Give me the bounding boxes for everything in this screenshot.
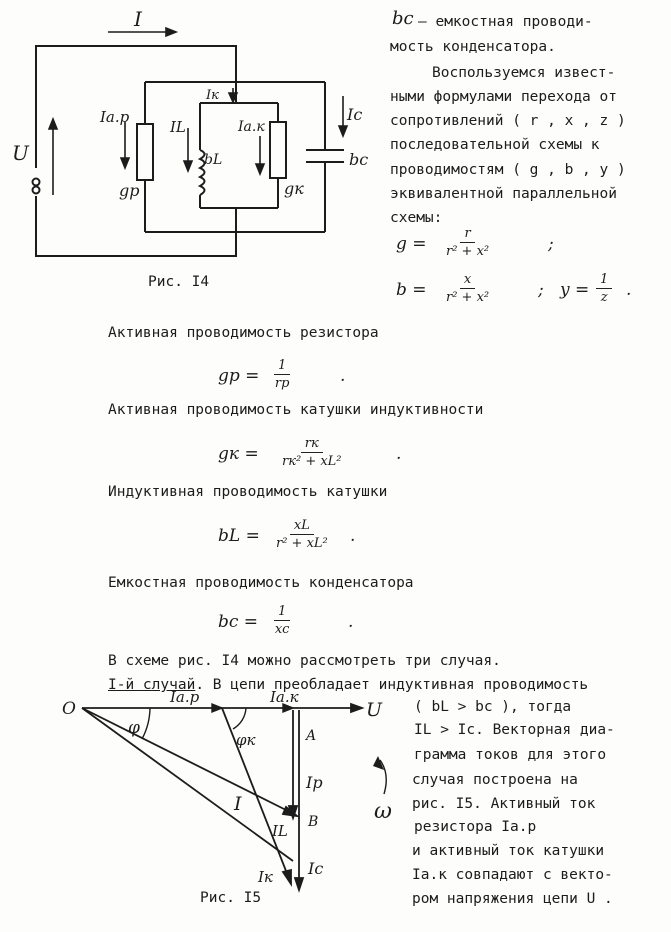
side-line-2: IL > Ic. Векторная диа- [414, 722, 615, 738]
bc-symbol: bc [392, 8, 414, 29]
label-Ip: Iр [305, 773, 323, 792]
side-line-6: резистора Iа.р [414, 819, 537, 835]
case1-rest: . В цепи преобладает индуктивная проводи… [195, 677, 589, 693]
formula-gp-lhs: gр = [218, 366, 260, 386]
formula-y-tail: . [626, 280, 632, 300]
label-omega: ω [374, 799, 392, 824]
formula-b-fraction: x r² + x² [446, 272, 489, 305]
formula-gp-num: 1 [274, 358, 291, 375]
formula-b-num: x [459, 272, 476, 289]
figure-15-vector-diagram: O φ φк Iа.р Iа.к U A Iр I IL B Iк Ic ω [62, 690, 392, 893]
label-bL: bL [204, 152, 222, 168]
outer-wire [35, 45, 237, 168]
formula-g-den: r² + x² [446, 244, 490, 259]
omega-rotation-arc [379, 759, 387, 795]
resistor-rp [136, 123, 154, 181]
label-IL: IL [271, 822, 288, 840]
formula-gk-tail: . [396, 444, 402, 464]
formula-bc-fraction: 1 xc [274, 604, 291, 637]
label-Ik: Iк [257, 868, 273, 886]
side-line-1: ( bL > bc ), тогда [414, 699, 572, 715]
formula-y-num: 1 [596, 272, 613, 289]
figure-15-caption: Рис. I5 [200, 890, 262, 906]
figure-14-circuit: I U Iа.р IL Iк Iа.к Ic bL gр gк bc [12, 7, 368, 257]
intro-line-9: схемы: [390, 210, 443, 226]
intro-line-3: Воспользуемся извест- [432, 65, 616, 81]
label-gk: gк [284, 179, 304, 198]
formula-bL-tail: . [350, 526, 356, 546]
intro-line-1: – емкостная проводи- [418, 14, 593, 30]
formula-b-den: r² + x² [446, 290, 490, 305]
side-line-9: ром напряжения цепи U . [412, 891, 613, 907]
label-U: U [12, 141, 30, 165]
side-line-7: и активный ток катушки [412, 843, 605, 859]
label-I: I [133, 7, 143, 31]
formula-g-lhs: g = [396, 234, 427, 254]
phi-arc [141, 707, 151, 740]
side-line-3: грамма токов для этого [414, 747, 607, 763]
formula-b-tail: ; [538, 280, 544, 300]
formula-bc-den: xc [274, 622, 290, 637]
intro-line-4: ными формулами перехода от [390, 89, 617, 105]
label-phik: φк [236, 731, 256, 749]
intro-line-8: эквивалентной параллельной [390, 186, 617, 202]
label-U: U [366, 699, 383, 721]
case1-heading: I-й случай. В цепи преобладает индуктивн… [108, 675, 588, 696]
formula-y-fraction: 1 z [596, 272, 613, 305]
label-Ic: Ic [346, 105, 362, 124]
side-line-5: рис. I5. Активный ток [412, 796, 596, 812]
text-active-coil: Активная проводимость катушки индуктивно… [108, 402, 484, 418]
formula-bc-lhs: bc = [218, 612, 259, 632]
formula-bL-num: xL [289, 518, 314, 535]
intro-line-6: последовательной схемы к [390, 137, 600, 153]
resistor-rk [269, 121, 287, 179]
intro-line-2: мость конденсатора. [390, 39, 556, 55]
figure-14-caption: Рис. I4 [148, 274, 210, 290]
label-Ik: Iк [205, 88, 219, 103]
label-Iap: Iа.р [169, 690, 200, 706]
label-Iap: Iа.р [99, 108, 130, 126]
text-three-cases: В схеме рис. I4 можно рассмотреть три сл… [108, 653, 501, 669]
formula-y-den: z [600, 290, 608, 305]
formula-gk-lhs: gк = [218, 444, 259, 464]
formula-bL-fraction: xL r² + xL² [276, 518, 328, 551]
formula-gk-den: rк² + xL² [282, 454, 342, 469]
side-line-8: Iа.к совпадают с векто- [412, 867, 613, 883]
formula-gp-den: rр [274, 376, 290, 391]
phik-arc [232, 707, 247, 730]
label-Ic: Ic [307, 859, 323, 878]
coil-inductor [197, 149, 206, 196]
formula-gk-fraction: rк rк² + xL² [282, 436, 342, 469]
intro-line-5: сопротивлений ( r , x , z ) [390, 113, 626, 129]
intro-line-7: проводимостям ( g , b , y ) [390, 162, 626, 178]
label-gp: gр [119, 181, 139, 200]
label-A: A [304, 728, 316, 744]
text-capacitive: Емкостная проводимость конденсатора [108, 575, 414, 591]
formula-gp-fraction: 1 rр [274, 358, 291, 391]
formula-gk-num: rк [300, 436, 323, 453]
label-B: B [307, 814, 318, 830]
text-active-resistor: Активная проводимость резистора [108, 325, 379, 341]
label-IL: IL [169, 118, 186, 136]
label-Iak: Iа.к [269, 690, 299, 706]
formula-y-lhs: y = [560, 280, 590, 300]
formula-bc-tail: . [348, 612, 354, 632]
formula-g-fraction: r r² + x² [446, 226, 489, 259]
label-Iak: Iа.к [237, 119, 265, 135]
formula-bL-lhs: bL = [218, 526, 260, 546]
label-O: O [62, 699, 76, 719]
label-I: I [233, 793, 242, 815]
formula-bc-num: 1 [274, 604, 291, 621]
case1-title: I-й случай [108, 677, 196, 693]
formula-g-num: r [460, 226, 475, 243]
side-line-4: случая построена на [412, 772, 578, 788]
label-bc: bc [349, 150, 368, 169]
text-inductive-coil: Индуктивная проводимость катушки [108, 484, 388, 500]
formula-gp-tail: . [340, 366, 346, 386]
formula-g-tail: ; [548, 234, 554, 254]
label-phi: φ [128, 718, 140, 738]
formula-b-lhs: b = [396, 280, 427, 300]
formula-bL-den: r² + xL² [276, 536, 328, 551]
